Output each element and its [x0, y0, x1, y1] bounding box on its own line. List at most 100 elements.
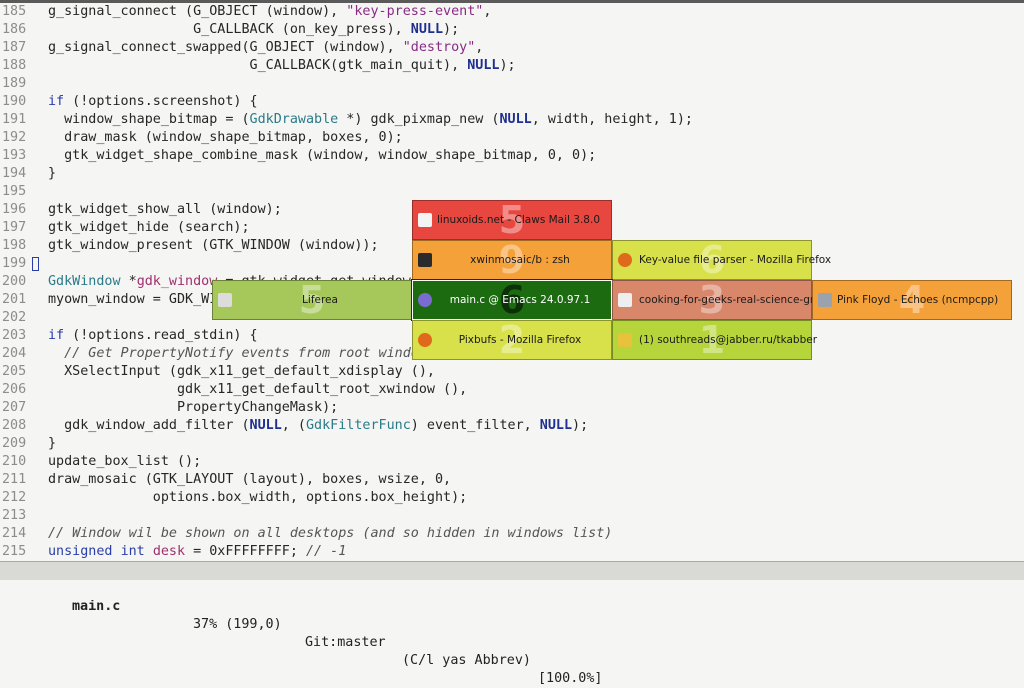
code-line[interactable]: 192 draw_mask (window_shape_bitmap, boxe… [0, 129, 403, 147]
line-code: gtk_widget_shape_combine_mask (window, w… [48, 148, 597, 163]
code-line[interactable]: 195 [0, 183, 48, 201]
mail-icon [418, 213, 432, 227]
tile-number: 3 [698, 278, 726, 322]
code-line[interactable]: 206 gdk_x11_get_default_root_xwindow (), [0, 381, 467, 399]
line-code: } [48, 166, 57, 181]
feed-reader-icon [218, 293, 232, 307]
line-number: 211 [2, 472, 27, 487]
line-number: 189 [2, 76, 27, 91]
tile-number: 4 [898, 278, 926, 322]
tile-window-title: cooking-for-geeks-real-science-great [639, 294, 831, 306]
line-number: 194 [2, 166, 27, 181]
code-editor[interactable]: 185 g_signal_connect (G_OBJECT (window), … [0, 3, 1024, 561]
window-top-border [0, 0, 1024, 3]
line-number: 197 [2, 220, 27, 235]
firefox-icon [618, 253, 632, 267]
code-line[interactable]: 189 [0, 75, 48, 93]
major-minor-modes[interactable]: (C/l yas Abbrev) [402, 653, 531, 668]
line-code: gtk_widget_hide (search); [48, 220, 250, 235]
mosaic-window-tile[interactable]: 1(1) southreads@jabber.ru/tkabber [612, 318, 817, 362]
code-line[interactable]: 208 gdk_window_add_filter (NULL, (GdkFil… [0, 417, 588, 435]
code-line[interactable]: 207 PropertyChangeMask); [0, 399, 338, 417]
line-code: G_CALLBACK (on_key_press), NULL); [48, 22, 460, 37]
line-number: 186 [2, 22, 27, 37]
line-code: update_box_list (); [48, 454, 202, 469]
tile-number: 9 [498, 238, 526, 282]
line-number: 199 [2, 256, 27, 271]
line-number: 187 [2, 40, 27, 55]
code-line[interactable]: 191 window_shape_bitmap = (GdkDrawable *… [0, 111, 693, 129]
tile-window-title: Pixbufs - Mozilla Firefox [458, 334, 582, 346]
code-line[interactable]: 211 draw_mosaic (GTK_LAYOUT (layout), box… [0, 471, 451, 489]
code-line[interactable]: 197 gtk_widget_hide (search); [0, 219, 250, 237]
code-line[interactable]: 196 gtk_widget_show_all (window); [0, 201, 282, 219]
line-code: g_signal_connect (G_OBJECT (window), "ke… [48, 4, 492, 19]
line-number: 185 [2, 4, 27, 19]
emacs-icon [418, 293, 432, 307]
code-line[interactable]: 213 [0, 507, 48, 525]
code-line[interactable]: 199 [0, 255, 48, 273]
line-code: draw_mosaic (GTK_LAYOUT (layout), boxes,… [48, 472, 452, 487]
code-line[interactable]: 203 if (!options.read_stdin) { [0, 327, 258, 345]
chat-icon [618, 333, 632, 347]
minibuffer[interactable] [0, 580, 1024, 600]
code-line[interactable]: 209} [0, 435, 56, 453]
line-code: gtk_widget_show_all (window); [48, 202, 282, 217]
tile-number: 1 [698, 318, 726, 362]
tile-number: 5 [498, 198, 526, 242]
code-line[interactable]: 186 G_CALLBACK (on_key_press), NULL); [0, 21, 459, 39]
code-line[interactable]: 210 update_box_list (); [0, 453, 201, 471]
line-number: 188 [2, 58, 27, 73]
line-code: XSelectInput (gdk_x11_get_default_xdispl… [48, 364, 435, 379]
code-line[interactable]: 202 [0, 309, 48, 327]
line-number: 195 [2, 184, 27, 199]
code-line[interactable]: 205 XSelectInput (gdk_x11_get_default_xd… [0, 363, 435, 381]
line-number: 210 [2, 454, 27, 469]
code-line[interactable]: 185 g_signal_connect (G_OBJECT (window), … [0, 3, 491, 21]
line-number: 205 [2, 364, 27, 379]
code-line[interactable]: 194} [0, 165, 56, 183]
line-code: if (!options.screenshot) { [48, 94, 258, 109]
vcs-branch[interactable]: Git:master [305, 635, 386, 650]
line-code: if (!options.read_stdin) { [48, 328, 258, 343]
code-line[interactable]: 214// Window wil be shown on all desktop… [0, 525, 612, 543]
line-number: 207 [2, 400, 27, 415]
line-code: // Get PropertyNotify events from root w… [64, 346, 427, 361]
line-number: 212 [2, 490, 27, 505]
code-line[interactable]: 212 options.box_width, options.box_heigh… [0, 489, 467, 507]
tile-number: 6 [698, 238, 726, 282]
code-line[interactable]: 188 G_CALLBACK(gtk_main_quit), NULL); [0, 57, 516, 75]
code-line[interactable]: 193 gtk_widget_shape_combine_mask (windo… [0, 147, 596, 165]
line-number: 203 [2, 328, 27, 343]
mode-line: -:@--- main.c 37% (199,0) Git:master (C/… [0, 561, 1024, 686]
line-number: 192 [2, 130, 27, 145]
line-number: 200 [2, 274, 27, 289]
music-player-icon [818, 293, 832, 307]
buffer-name[interactable]: main.c [72, 599, 121, 614]
line-code: gtk_window_present (GTK_WINDOW (window))… [48, 238, 379, 253]
line-number: 201 [2, 292, 27, 307]
line-code: PropertyChangeMask); [48, 400, 339, 415]
document-icon [618, 293, 632, 307]
line-number: 198 [2, 238, 27, 253]
line-number: 202 [2, 310, 27, 325]
line-number: 196 [2, 202, 27, 217]
code-line[interactable]: 198 gtk_window_present (GTK_WINDOW (windo… [0, 237, 379, 255]
line-number: 193 [2, 148, 27, 163]
tile-window-title: linuxoids.net - Claws Mail 3.8.0 [437, 214, 601, 226]
line-number: 215 [2, 544, 27, 559]
firefox-icon [418, 333, 432, 347]
line-code: window_shape_bitmap = (GdkDrawable *) gd… [48, 112, 693, 127]
code-line[interactable]: 204 // Get PropertyNotify events from ro… [0, 345, 427, 363]
